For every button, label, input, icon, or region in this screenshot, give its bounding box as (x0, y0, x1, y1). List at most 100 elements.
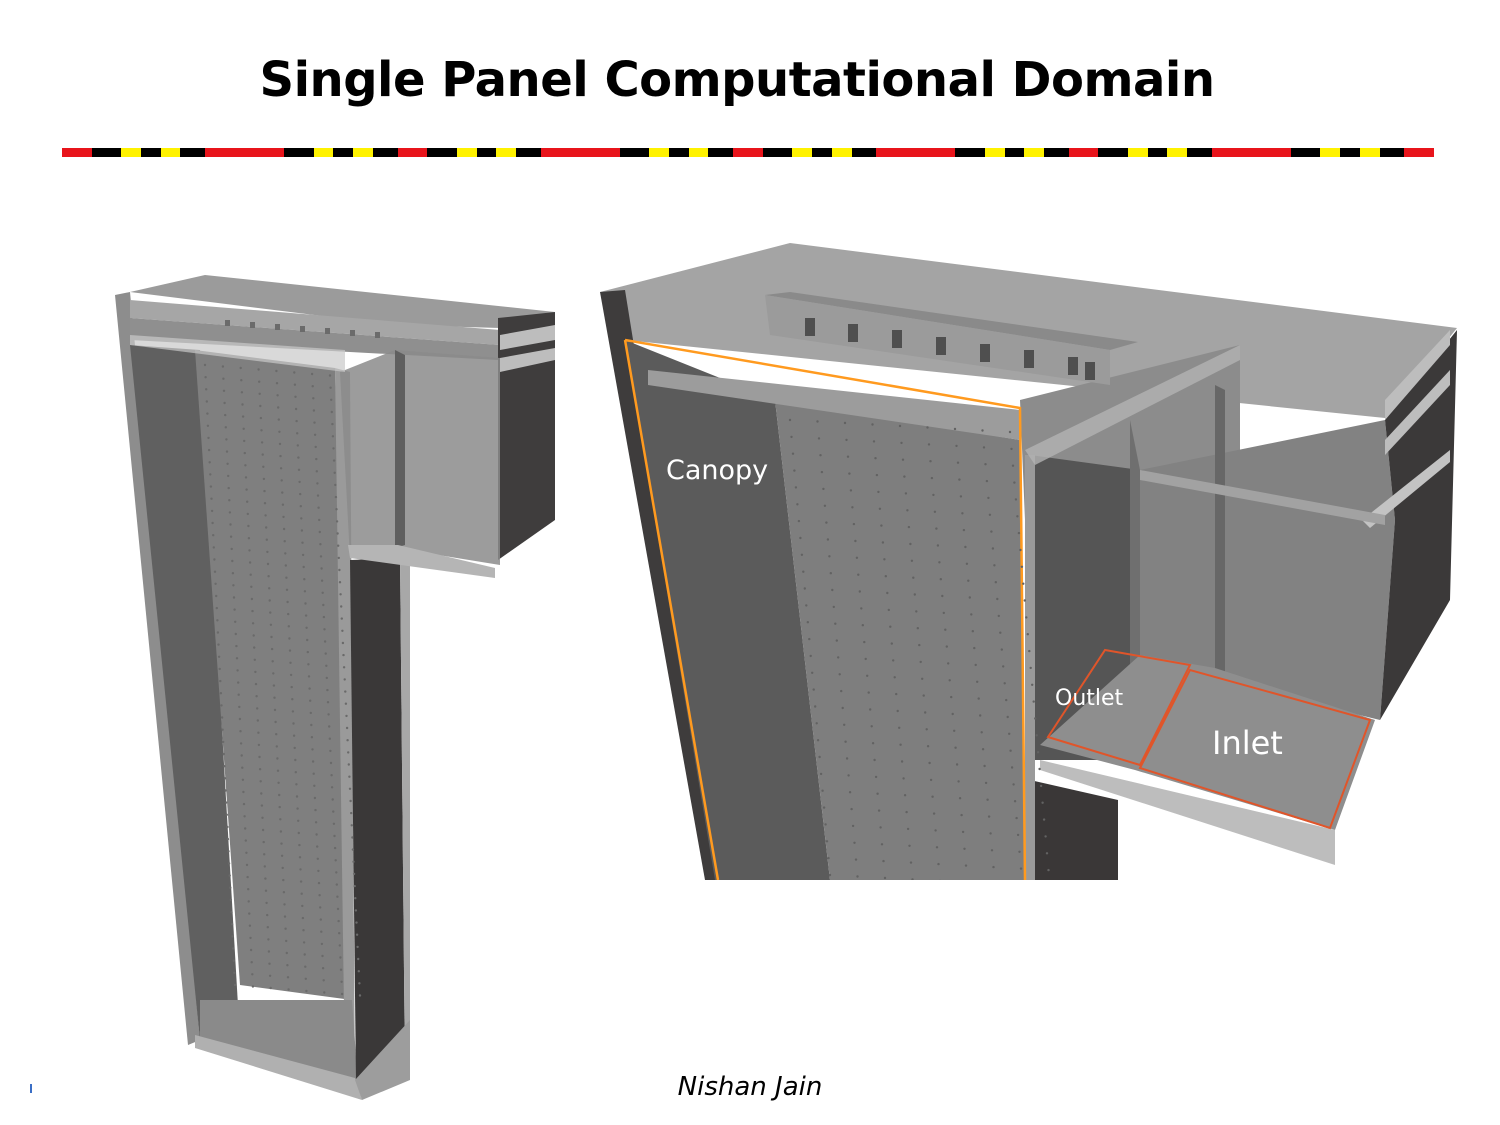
perforation-dot (261, 453, 264, 456)
perforation-dot (217, 655, 221, 658)
perforation-dot (241, 415, 245, 418)
perforation-dot (355, 933, 359, 936)
perforation-dot (320, 579, 324, 582)
perforation-dot (300, 892, 303, 895)
perforation-dot (906, 509, 909, 512)
perforation-dot (985, 479, 989, 483)
perforation-dot (962, 528, 966, 532)
perforation-dot (249, 573, 252, 576)
perforation-dot (817, 437, 821, 440)
perforation-dot (285, 951, 288, 955)
perforation-dots-right (788, 418, 1050, 885)
perforation-dot (288, 637, 291, 640)
perforation-dot (809, 654, 812, 658)
perforation-dot (819, 772, 823, 776)
perforation-dot (266, 562, 270, 566)
perforation-dot (224, 426, 227, 429)
perforation-dot (246, 875, 249, 879)
perforation-dot (244, 839, 247, 842)
perforation-dot (210, 509, 214, 513)
perforation-dot (837, 656, 840, 659)
perforation-dot (251, 973, 254, 976)
perforation-dot (329, 386, 332, 389)
perforation-dot (955, 444, 958, 448)
perforation-dot (964, 864, 968, 867)
perforation-dot (278, 430, 281, 433)
perforation-dot (310, 372, 314, 376)
flag-band-segment (812, 148, 832, 157)
perforation-dot (221, 365, 225, 368)
perforation-dot (341, 629, 344, 632)
perforation-dot (890, 642, 893, 645)
perforation-dot (300, 517, 303, 520)
flag-band-segment (1187, 148, 1212, 157)
perforation-dot (239, 366, 242, 370)
perforation-dot (991, 547, 995, 550)
perforation-dot (335, 508, 338, 511)
perforation-dot (822, 487, 825, 491)
perforation-dot (281, 503, 285, 506)
perforation-dot (351, 836, 354, 839)
perforation-dot (1036, 751, 1040, 754)
perforation-dot (900, 441, 903, 445)
perforation-dot (240, 391, 244, 394)
perforation-dot (929, 460, 932, 463)
perforation-dot (214, 582, 217, 585)
perforation-dot (248, 561, 252, 564)
perforation-dot (925, 728, 928, 731)
perforation-dot (277, 406, 280, 409)
perforation-dot (291, 710, 295, 713)
perforation-dot (905, 810, 908, 814)
perforation-dot (330, 774, 333, 777)
perforation-dot (222, 389, 226, 392)
perforation-dot (886, 591, 889, 595)
perforation-dot (846, 455, 850, 458)
perforation-dot (934, 829, 937, 832)
duct-base (355, 1020, 410, 1100)
perforation-dot (954, 746, 957, 749)
perforation-dot (207, 448, 211, 452)
perforation-dot (294, 758, 297, 762)
perforation-dot (1045, 852, 1049, 855)
perforation-dot (280, 854, 284, 857)
perforation-dot (857, 573, 860, 576)
perforation-dot (881, 541, 885, 544)
perforation-dot (357, 957, 360, 961)
perforation-dot (251, 622, 255, 625)
perforation-dot (815, 722, 818, 725)
perforation-dot (960, 813, 963, 817)
perforation-dot (1010, 766, 1014, 769)
perforation-dot (299, 880, 303, 883)
flag-band-segment (1004, 148, 1025, 157)
perforation-dot (231, 572, 235, 575)
perforation-dot (814, 705, 817, 708)
perforation-dot (883, 558, 886, 561)
flag-band-segment (1167, 148, 1188, 157)
perforation-dot (932, 493, 935, 497)
perforation-dot (309, 699, 312, 702)
perforation-dot (355, 921, 358, 924)
perforation-dot (301, 916, 305, 920)
perforation-dot (953, 729, 956, 732)
perforation-dot (994, 883, 996, 885)
perforation-dot (1028, 649, 1031, 653)
perforation-dot (825, 521, 828, 524)
perforation-dot (243, 439, 246, 443)
perforation-dot (298, 480, 301, 484)
flag-band-segment (708, 148, 734, 157)
perforation-dot (802, 570, 805, 573)
perforation-dot (329, 761, 333, 765)
perforation-dot (247, 888, 250, 891)
perforation-dot (213, 558, 216, 561)
perforation-dot (936, 544, 940, 547)
perforation-dot (265, 526, 268, 529)
perforation-dot (294, 407, 298, 411)
perforation-dot (852, 522, 856, 526)
perforation-dot (338, 581, 342, 584)
flag-band-segment (333, 148, 354, 157)
perforation-dot (871, 423, 874, 426)
perforation-dot (337, 919, 340, 923)
perforation-dot (1017, 531, 1021, 535)
perforation-dot (331, 798, 334, 801)
perforation-dot (332, 810, 335, 813)
